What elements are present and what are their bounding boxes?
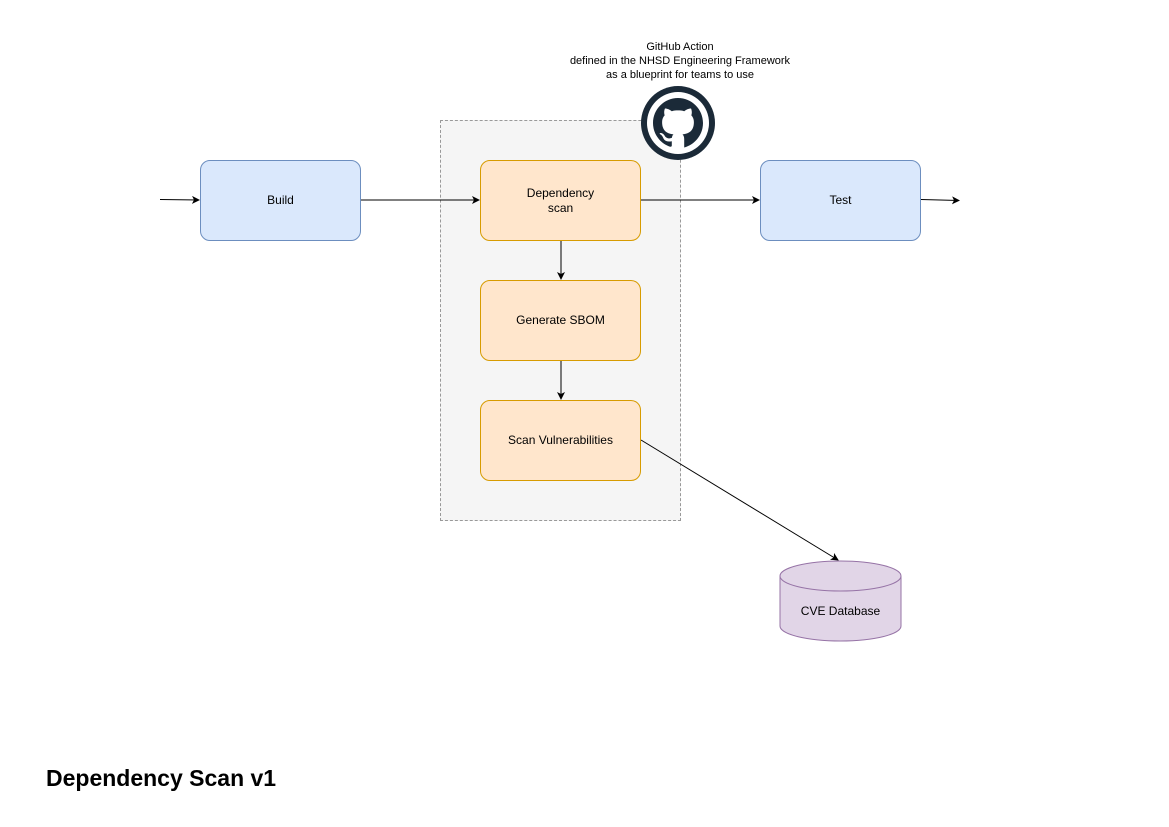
edge-test-output <box>920 196 960 205</box>
build-node[interactable]: Build <box>200 160 361 241</box>
edge-scan-vulnerabilities-cve <box>640 439 839 561</box>
scan-vulnerabilities-node[interactable]: Scan Vulnerabilities <box>480 400 641 481</box>
cve-database-label[interactable]: CVE Database <box>800 604 881 618</box>
dependency-scan-node[interactable]: Dependency scan <box>480 160 641 241</box>
test-node[interactable]: Test <box>760 160 921 241</box>
github-icon <box>641 86 715 160</box>
page-title: Dependency Scan v1 <box>46 765 277 791</box>
database-cylinder <box>779 560 902 642</box>
github-action-note: GitHub Action defined in the NHSD Engine… <box>569 41 791 81</box>
generate-sbom-node[interactable]: Generate SBOM <box>480 280 641 361</box>
edge-input-build <box>159 195 200 204</box>
